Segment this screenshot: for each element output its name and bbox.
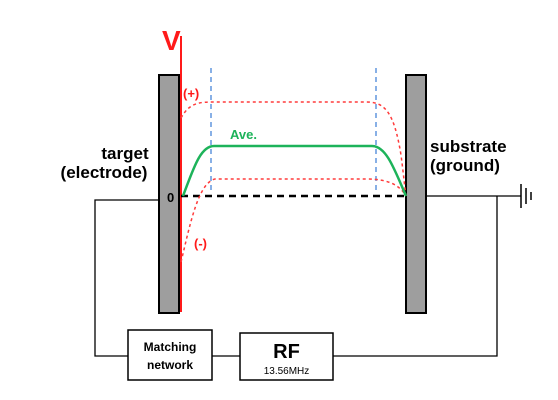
target-sublabel: (electrode)	[61, 163, 148, 182]
matching-network-line1: Matching	[144, 340, 197, 354]
wire-left	[94, 199, 159, 357]
wire-right	[333, 196, 498, 357]
negative-envelope-curve	[180, 178, 407, 263]
voltage-axis-label: V	[162, 25, 181, 56]
plus-label: (+)	[183, 86, 199, 101]
matching-network-line2: network	[147, 358, 193, 372]
rf-source-box	[239, 332, 334, 381]
target-label: target	[101, 144, 149, 163]
target-electrode	[158, 74, 180, 314]
rf-frequency: 13.56MHz	[264, 366, 310, 377]
average-label: Ave.	[230, 127, 257, 142]
zero-label: 0	[167, 190, 174, 205]
average-voltage-curve	[181, 144, 408, 197]
positive-envelope-curve	[180, 101, 407, 197]
substrate-electrode	[405, 74, 427, 314]
substrate-sublabel: (ground)	[430, 156, 500, 175]
rf-label: RF	[273, 341, 300, 363]
matching-network-box	[127, 329, 213, 381]
substrate-label: substrate	[430, 137, 507, 156]
ground-icon	[520, 184, 532, 208]
minus-label: (-)	[194, 236, 207, 251]
